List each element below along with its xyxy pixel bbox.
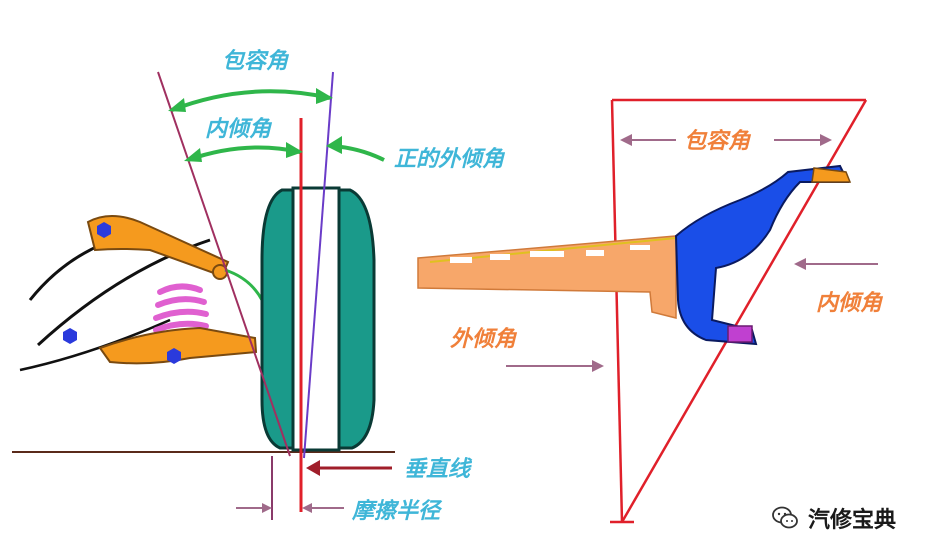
label-scrub-radius: 摩擦半径 [351, 498, 443, 524]
camber-line [303, 71, 334, 459]
tire-inner-sidewall [260, 188, 298, 450]
included-angle-arrowhead-right [316, 88, 333, 104]
bolt-upper [97, 222, 111, 238]
coil-spring [153, 283, 209, 333]
label-included-angle-left: 包容角 [222, 48, 290, 74]
steering-knuckle [674, 164, 850, 346]
included-angle-arrowhead-r-left [620, 134, 632, 146]
axle-shaft-notches [450, 245, 650, 263]
label-included-angle-right: 包容角 [684, 128, 752, 154]
kingpin-axis-line [157, 71, 291, 457]
knuckle-lower-pin [727, 325, 753, 343]
scrub-radius-arrowhead-left [262, 503, 272, 513]
lower-control-arm [98, 326, 258, 365]
watermark-text: 汽修宝典 [808, 508, 897, 533]
tire-outer-sidewall [334, 188, 376, 450]
knuckle-upper-tip [811, 167, 852, 183]
label-positive-camber: 正的外倾角 [394, 146, 506, 172]
camber-arrowhead-r [592, 360, 604, 372]
vertical-line-right [610, 99, 624, 523]
kingpin-inclination-arrowhead-r [794, 258, 806, 270]
bolt-lower [167, 348, 181, 364]
right-assembly: 包容角 内倾角 外倾角 [417, 98, 884, 524]
kingpin-inclination-arrow [187, 145, 301, 162]
watermark: 汽修宝典 [770, 500, 896, 536]
left-assembly: 包容角 内倾角 正的外倾角 垂直线 摩擦半径 [12, 48, 506, 524]
positive-camber-arrowhead [326, 136, 342, 154]
included-angle-arrow [171, 89, 331, 112]
kingpin-inclination-arrowhead-left [184, 148, 202, 162]
scrub-radius-arrowhead-right [302, 503, 312, 513]
kingpin-inclination-arrowhead-right [286, 142, 303, 158]
label-kingpin-inclination-left: 内倾角 [205, 117, 273, 142]
included-angle-arrowhead-r-right [820, 134, 832, 146]
body-curve-lower [19, 318, 171, 372]
included-angle-label-bg [676, 124, 774, 154]
label-vertical-line: 垂直线 [404, 457, 473, 482]
included-angle-arrowhead-left [168, 98, 186, 112]
wechat-logo-icon [772, 506, 798, 529]
tie-link [224, 268, 264, 301]
label-camber-right: 外倾角 [450, 327, 518, 352]
label-kingpin-inclination-right: 内倾角 [816, 291, 884, 316]
bolt-body [63, 328, 77, 344]
vertical-line-pointer-head [306, 460, 320, 476]
